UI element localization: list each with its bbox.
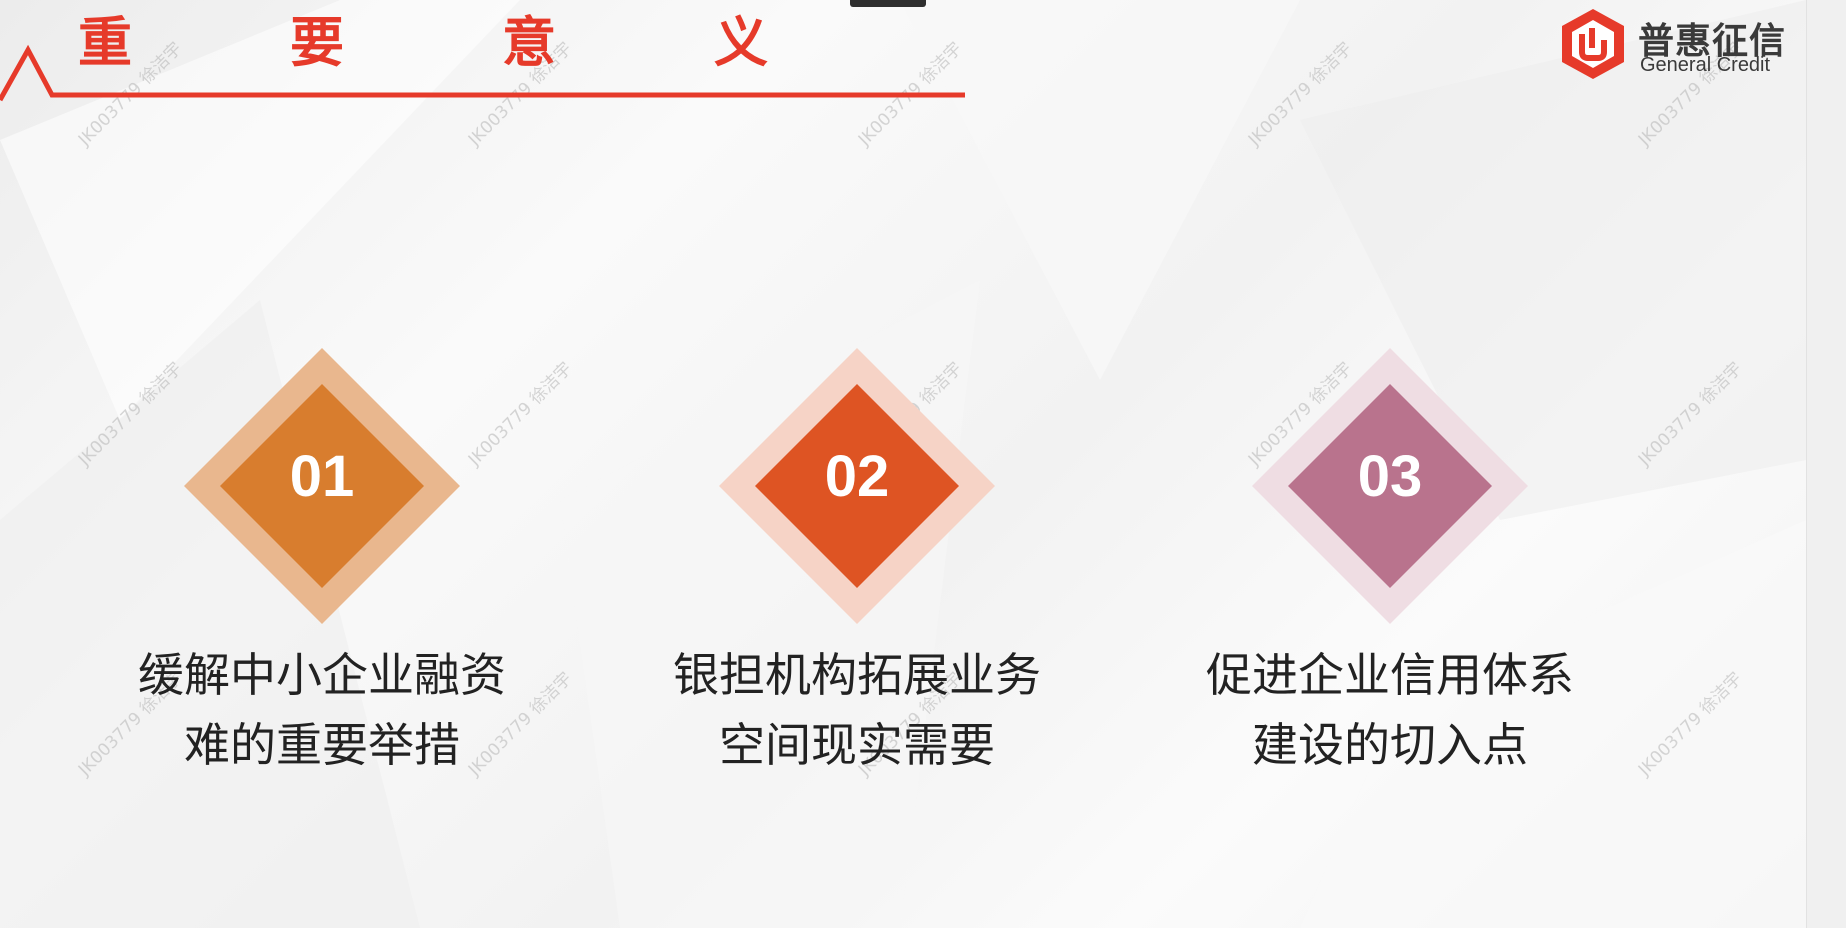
significance-card-3: 03 促进企业信用体系 建设的切入点 bbox=[1180, 348, 1600, 772]
title-char: 义 bbox=[714, 11, 768, 74]
card-caption: 促进企业信用体系 建设的切入点 bbox=[1180, 640, 1600, 780]
diamond-badge bbox=[184, 348, 460, 624]
title-char: 要 bbox=[290, 11, 344, 74]
window-edge-strip bbox=[1806, 0, 1846, 928]
brand-logo: 普惠征信 General Credit bbox=[1556, 6, 1796, 82]
top-handle-tab[interactable] bbox=[850, 0, 926, 7]
watermark: JK003779 徐洁宇 bbox=[1244, 38, 1357, 150]
caption-line: 难的重要举措 bbox=[184, 718, 460, 772]
card-number: 03 bbox=[1357, 444, 1423, 509]
caption-line: 银担机构拓展业务 bbox=[673, 648, 1041, 702]
card-caption: 缓解中小企业融资 难的重要举措 bbox=[112, 640, 532, 780]
diamond-badge bbox=[1252, 348, 1528, 624]
title-char: 意 bbox=[502, 11, 556, 74]
title-underline bbox=[0, 44, 965, 102]
card-caption: 银担机构拓展业务 空间现实需要 bbox=[647, 640, 1067, 780]
diamond-badge bbox=[719, 348, 995, 624]
watermark: JK003779 徐洁宇 bbox=[1634, 668, 1747, 780]
general-credit-logo-icon bbox=[1562, 9, 1624, 79]
slide-canvas: JK003779 徐洁宇 JK003779 徐洁宇 JK003779 徐洁宇 J… bbox=[0, 0, 1806, 928]
caption-line: 建设的切入点 bbox=[1252, 718, 1528, 772]
card-number: 02 bbox=[824, 444, 890, 509]
caption-line: 促进企业信用体系 bbox=[1206, 648, 1574, 702]
logo-name-en: General Credit bbox=[1640, 54, 1771, 76]
significance-card-2: 02 银担机构拓展业务 空间现实需要 bbox=[647, 348, 1067, 772]
caption-line: 空间现实需要 bbox=[719, 718, 995, 772]
logo-name-cn: 普惠征信 bbox=[1638, 21, 1787, 62]
title-char: 重 bbox=[78, 11, 132, 74]
watermark: JK003779 徐洁宇 bbox=[1634, 358, 1747, 470]
significance-card-1: 01 缓解中小企业融资 难的重要举措 bbox=[112, 348, 532, 772]
caption-line: 缓解中小企业融资 bbox=[138, 648, 506, 702]
card-number: 01 bbox=[289, 444, 355, 509]
